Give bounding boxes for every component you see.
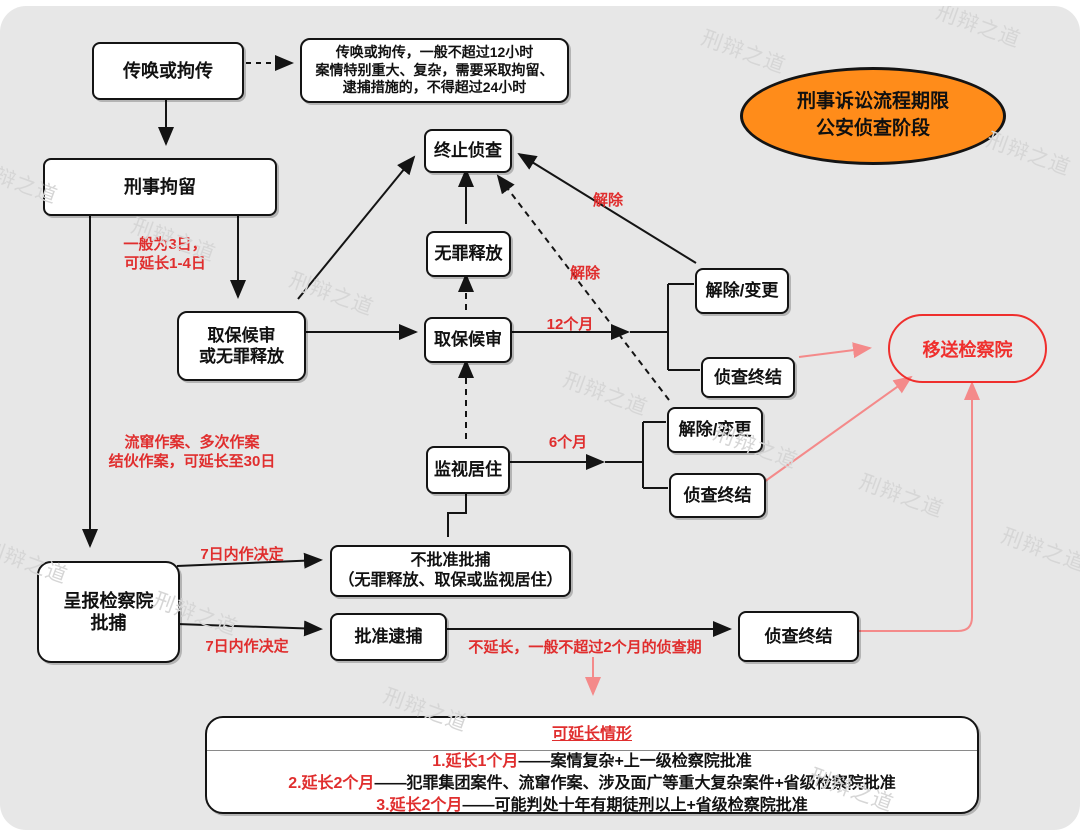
extension-item-2: 2.延长2个月——犯罪集团案件、流窜作案、涉及面广等重大复杂案件+省级检察院批准 xyxy=(288,775,896,792)
extension-divider xyxy=(207,750,977,751)
arrow-report-to-approve xyxy=(176,620,323,637)
title-badge: 刑事诉讼流程期限 公安侦查阶段 xyxy=(740,67,1006,165)
node-no-approve: 不批准批捕 （无罪释放、取保或监视居住） xyxy=(330,545,571,597)
node-bail-or-release: 取保候审 或无罪释放 xyxy=(177,311,306,381)
extension-conditions-box: 可延长情形 1.延长1个月——案情复杂+上一级检察院批准 2.延长2个月——犯罪… xyxy=(205,716,979,814)
arrow-investlower-to-transfer xyxy=(763,375,913,483)
node-transfer-procuratorate: 移送检察院 xyxy=(888,314,1047,383)
arrow-liftlower-to-terminate xyxy=(496,174,670,401)
extension-title: 可延长情形 xyxy=(551,726,632,743)
label-six-months: 6个月 xyxy=(548,434,588,451)
node-terminate-investigation: 终止侦查 xyxy=(424,129,512,173)
label-lift-lower: 解除 xyxy=(569,265,600,282)
arrow-bailrelease-to-terminate xyxy=(297,155,416,300)
node-innocent-release: 无罪释放 xyxy=(426,231,511,277)
node-lift-change-upper: 解除/变更 xyxy=(695,268,789,314)
label-seven-days-upper: 7日内作决定 xyxy=(200,546,284,563)
label-detention-days: 一般为3日， 可延长1-4日 xyxy=(123,236,207,272)
node-criminal-detention: 刑事拘留 xyxy=(43,158,277,216)
arrow-report-to-noapprove xyxy=(176,552,323,569)
label-extend-30: 流窜作案、多次作案 结伙作案，可延长至30日 xyxy=(108,434,276,470)
label-seven-days-lower: 7日内作决定 xyxy=(205,638,289,655)
label-lift-upper: 解除 xyxy=(592,192,623,209)
node-summon: 传唤或拘传 xyxy=(92,42,244,100)
diagram-canvas: 传唤或拘传 传唤或拘传，一般不超过12小时 案情特别重大、复杂，需要采取拘留、 … xyxy=(0,6,1080,830)
arrow-liftupper-to-terminate xyxy=(517,152,697,264)
node-invest-end-upper: 侦查终结 xyxy=(701,357,795,398)
node-summon-note: 传唤或拘传，一般不超过12小时 案情特别重大、复杂，需要采取拘留、 逮捕措施的，… xyxy=(300,38,569,103)
bracket-upper xyxy=(630,283,700,371)
label-twelve-months: 12个月 xyxy=(546,316,594,333)
node-invest-end-bottom: 侦查终结 xyxy=(738,611,859,662)
node-invest-end-lower: 侦查终结 xyxy=(669,473,766,518)
connector-layer xyxy=(82,55,980,696)
label-no-extend: 不延长，一般不超过2个月的侦查期 xyxy=(468,639,702,656)
node-report-for-arrest: 呈报检察院 批捕 xyxy=(37,561,180,663)
arrow-investbottom-to-transfer xyxy=(856,381,980,632)
node-approve-arrest: 批准逮捕 xyxy=(330,613,447,661)
arrow-investupper-to-transfer xyxy=(798,342,872,359)
bracket-lower xyxy=(605,421,668,489)
node-bail: 取保候审 xyxy=(424,317,512,363)
node-lift-change-lower: 解除/变更 xyxy=(667,407,763,453)
extension-item-3: 3.延长2个月——可能判处十年有期徒刑以上+省级检察院批准 xyxy=(376,797,808,814)
elbow-surveillance-to-noapprove xyxy=(447,485,467,537)
extension-item-1: 1.延长1个月——案情复杂+上一级检察院批准 xyxy=(432,753,752,770)
node-residential-surveillance: 监视居住 xyxy=(426,446,510,494)
